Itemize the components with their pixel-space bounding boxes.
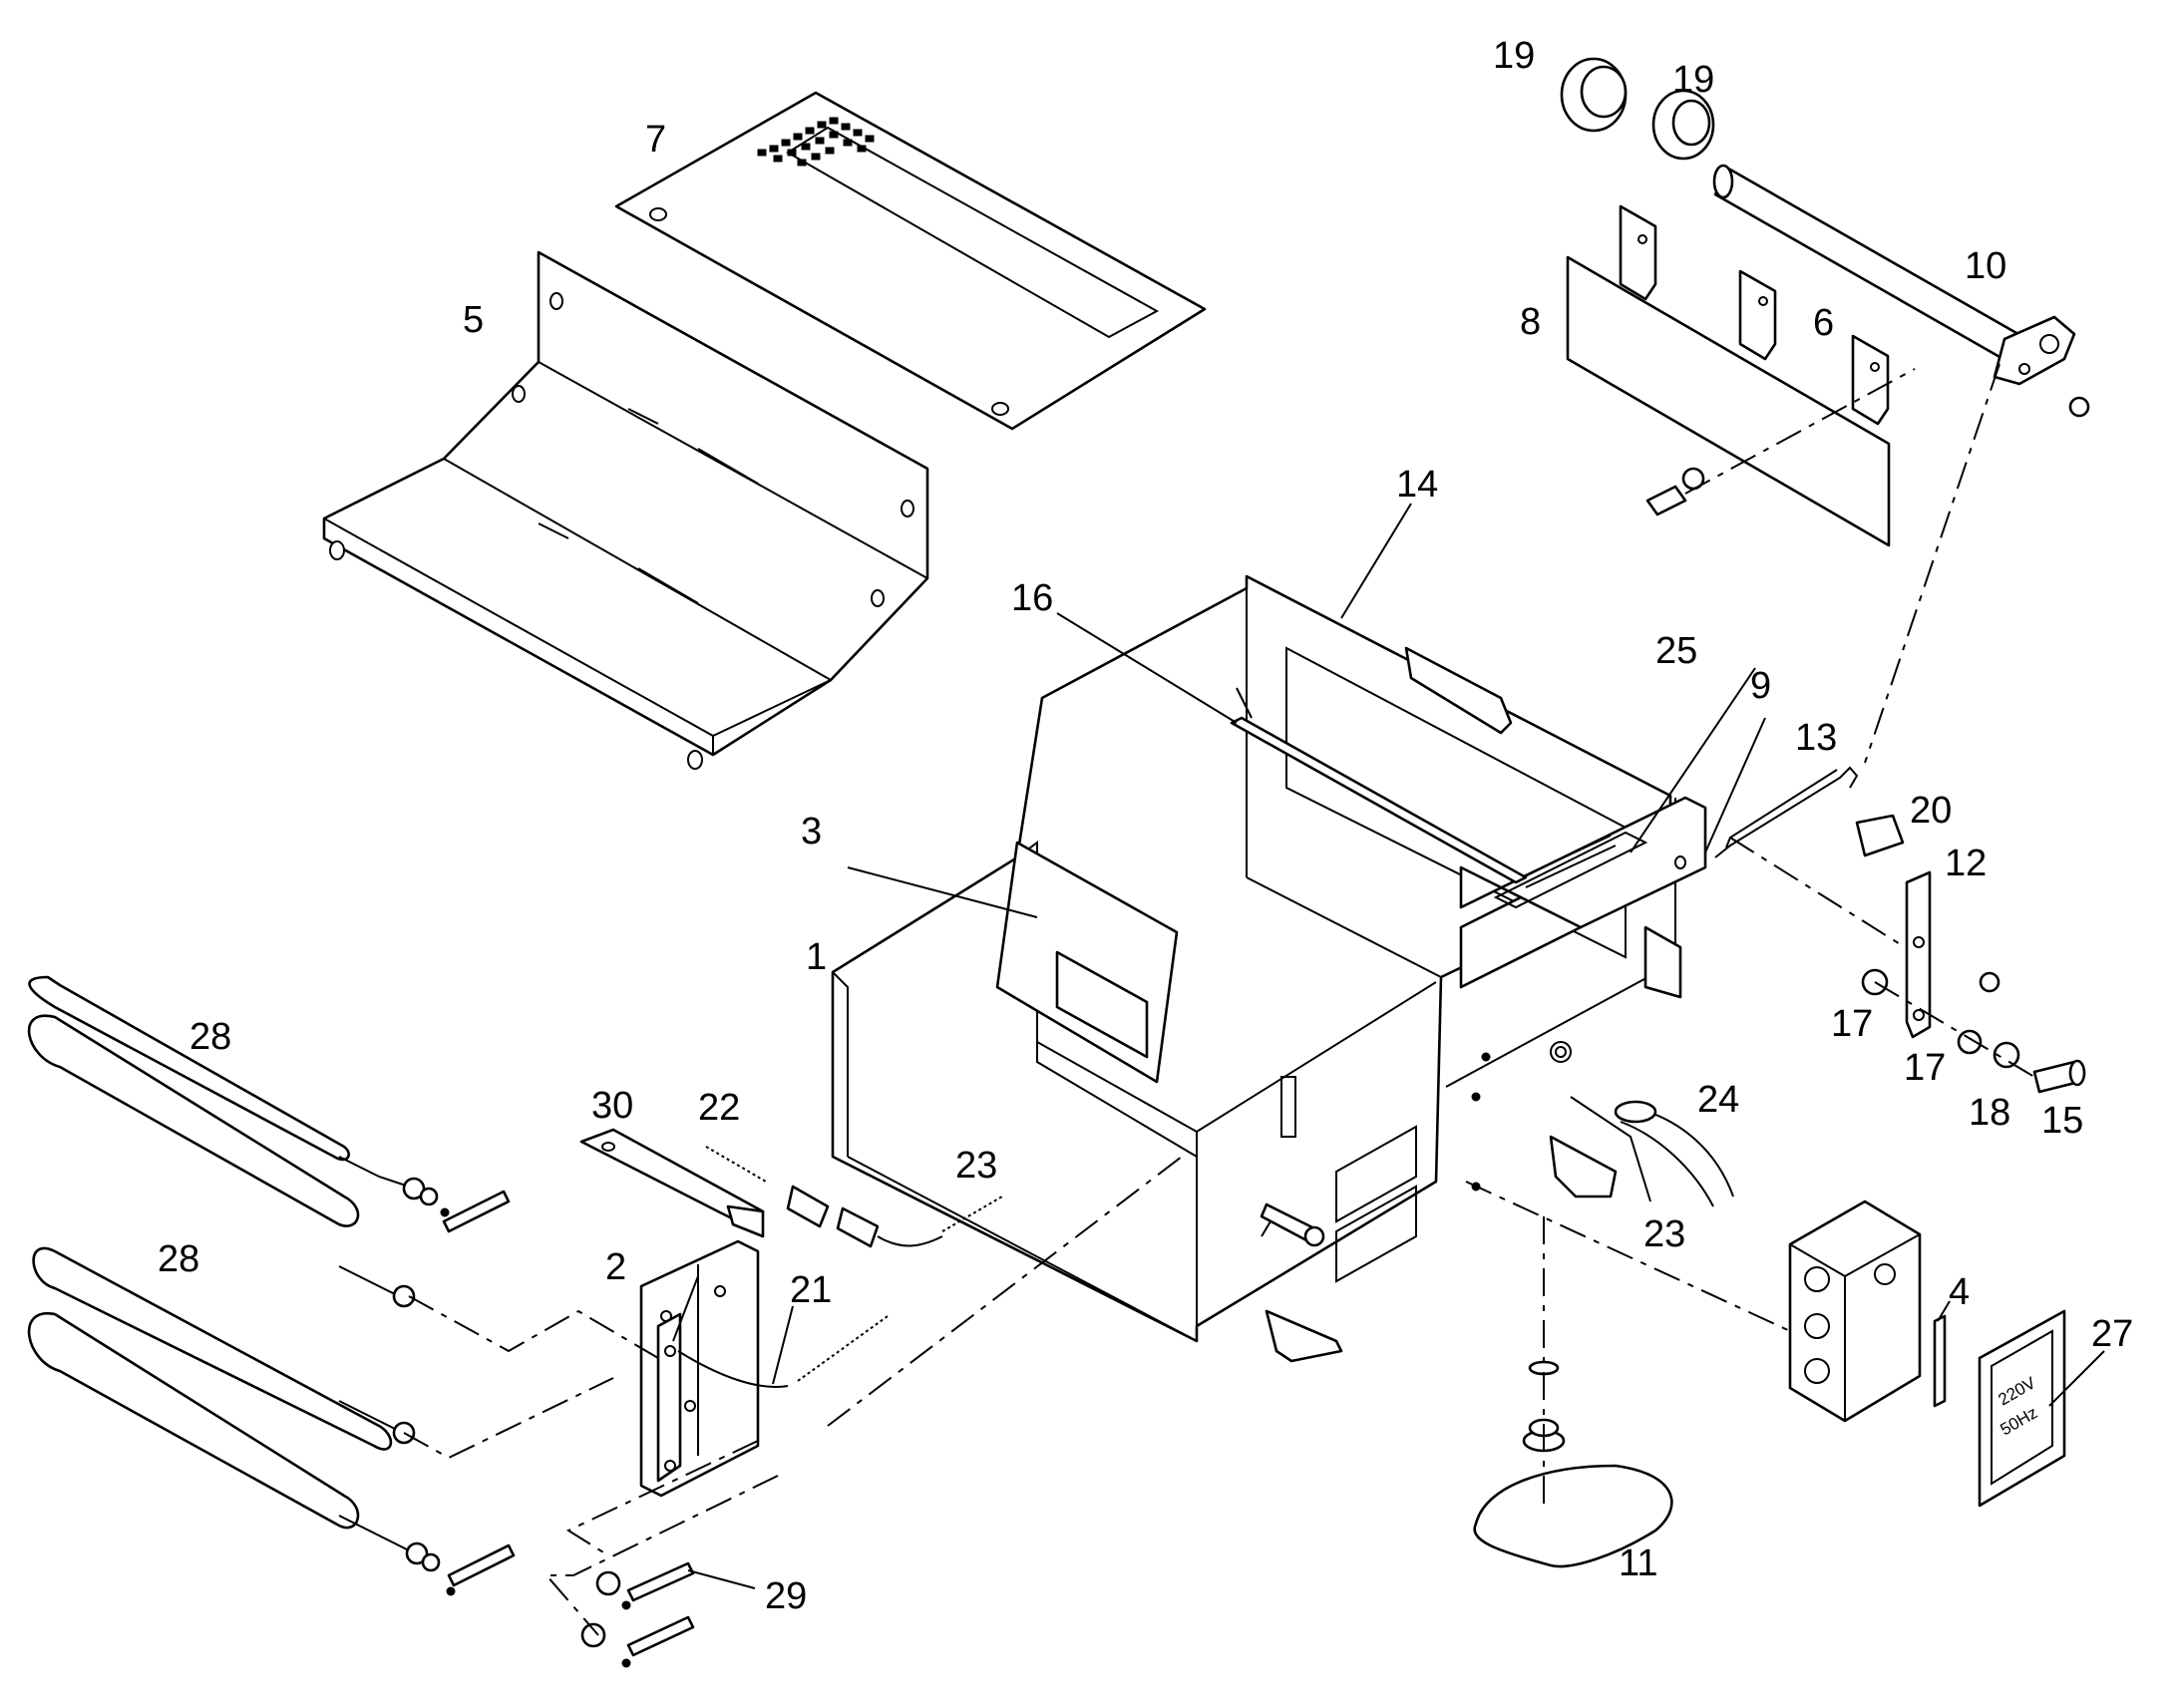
part-19-rollers (1560, 57, 1715, 161)
part-2-bracket (639, 1239, 760, 1498)
part-12-lever (1905, 870, 2000, 1039)
part-20-block (1855, 814, 1905, 857)
part-27-rating-plate: 220V 50Hz (1978, 1309, 2066, 1508)
assembly-lines (403, 363, 2035, 1636)
callout-21: 21 (790, 1269, 832, 1311)
callout-17a: 17 (1831, 1003, 1873, 1045)
part-8-plate (1566, 255, 1891, 547)
callout-7: 7 (645, 119, 666, 161)
callout-12: 12 (1945, 843, 1987, 884)
callout-13: 13 (1795, 717, 1837, 759)
part-29-terminals (580, 1561, 695, 1668)
part-23-spring-right (1570, 1096, 1651, 1202)
callout-23a: 23 (955, 1145, 997, 1187)
part-5-hood (322, 250, 929, 770)
callout-11: 11 (1619, 1542, 1657, 1584)
parts-17-18-15-fasteners (1861, 968, 2086, 1094)
callout-20: 20 (1910, 790, 1952, 832)
part-30-bracket (579, 1128, 765, 1238)
part-10-shaft (1712, 164, 2090, 418)
part-28-heating-elements (27, 975, 516, 1596)
callout-labels: 1 2 3 4 5 6 7 8 9 10 11 12 13 14 15 16 1… (158, 35, 2133, 1617)
callout-15: 15 (2041, 1100, 2083, 1142)
callout-6: 6 (1813, 302, 1834, 344)
part-6-brackets (1619, 204, 1890, 426)
callout-1: 1 (806, 936, 827, 978)
callout-25: 25 (1655, 630, 1697, 672)
callout-19a: 19 (1493, 35, 1535, 77)
junction-box (1788, 1199, 1922, 1423)
part-23-cable-left (836, 1196, 1003, 1248)
part-4-terminal-strip (1933, 1314, 1947, 1408)
callout-28a: 28 (189, 1016, 231, 1058)
callout-30: 30 (591, 1085, 633, 1127)
callout-19b: 19 (1672, 59, 1714, 101)
callout-3: 3 (801, 811, 822, 853)
callout-24: 24 (1697, 1079, 1739, 1121)
part-22-spring (705, 1146, 830, 1228)
callout-4: 4 (1949, 1271, 1970, 1313)
callout-29: 29 (765, 1575, 807, 1617)
callout-9: 9 (1750, 665, 1771, 707)
part-3-inner-panel (995, 841, 1179, 1084)
part-24-cable (1614, 1100, 1734, 1207)
callout-27: 27 (2091, 1313, 2133, 1355)
part-21-spring (677, 1315, 889, 1388)
part-16-rod (1230, 716, 1528, 884)
callout-10: 10 (1965, 245, 2006, 287)
callout-23b: 23 (1643, 1213, 1685, 1255)
side-bolt (1260, 1202, 1325, 1247)
callout-16: 16 (1011, 577, 1053, 619)
leader-lines (672, 503, 2105, 1589)
part-7-top-plate (614, 91, 1207, 431)
callout-14: 14 (1396, 464, 1438, 506)
callout-18: 18 (1969, 1092, 2010, 1134)
callout-2: 2 (605, 1246, 626, 1288)
part-11-foot (1473, 1360, 1673, 1568)
callout-28b: 28 (158, 1238, 199, 1280)
part-8-screw (1645, 467, 1705, 516)
callout-5: 5 (463, 299, 484, 341)
callout-8: 8 (1520, 301, 1541, 343)
part-1-main-body (831, 574, 1707, 1363)
callout-17b: 17 (1904, 1047, 1946, 1089)
callout-22: 22 (698, 1087, 740, 1129)
